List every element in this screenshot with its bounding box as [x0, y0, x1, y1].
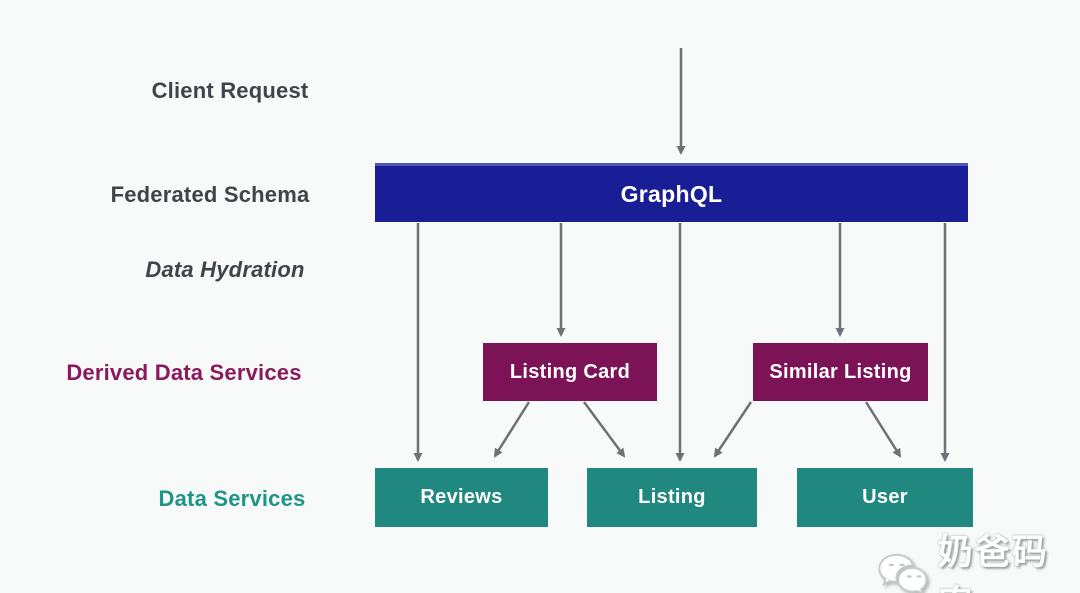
node-reviews: Reviews	[375, 468, 548, 527]
row-label-derived-data-services: Derived Data Services	[66, 360, 302, 385]
node-similar-listing: Similar Listing	[753, 343, 928, 401]
wechat-icon	[878, 553, 928, 593]
edge-similar-listing-listing	[713, 401, 753, 458]
row-label-federated-schema: Federated Schema	[110, 182, 310, 207]
node-listing: Listing	[587, 468, 757, 527]
row-label-data-services: Data Services	[158, 486, 306, 511]
edge-similar-listing-user	[864, 401, 902, 458]
node-user: User	[797, 468, 973, 527]
watermark-text: 奶爸码农	[937, 533, 1049, 593]
edge-listing-card-listing	[582, 401, 626, 458]
node-listing-card: Listing Card	[483, 343, 657, 401]
edge-listing-card-reviews	[493, 401, 531, 458]
node-graphql: GraphQL	[375, 163, 968, 222]
watermark: 奶爸码农	[876, 524, 1080, 593]
row-label-client-request: Client Request	[151, 78, 309, 103]
row-label-data-hydration: Data Hydration	[145, 257, 305, 282]
